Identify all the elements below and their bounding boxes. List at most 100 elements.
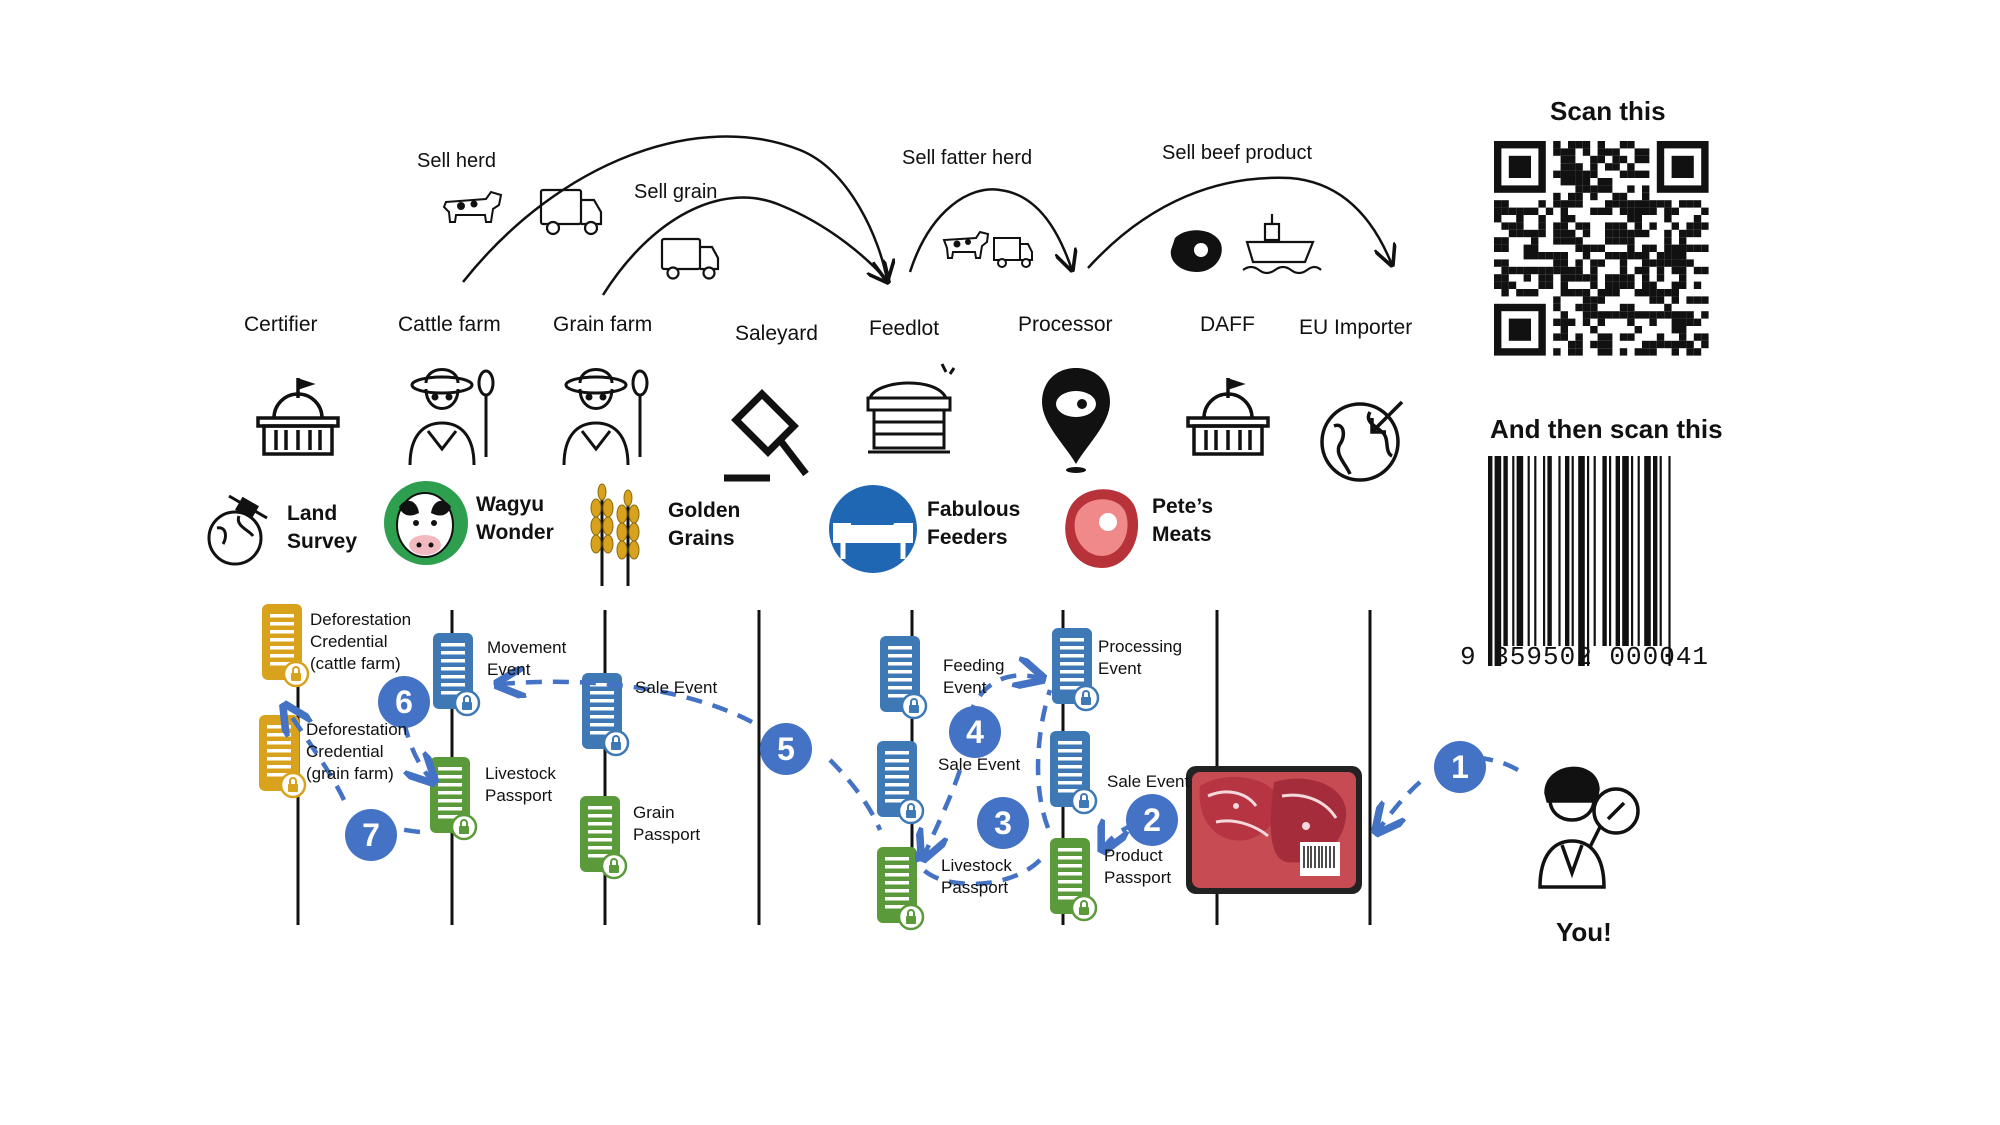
lock-icon [450,813,478,841]
truck-icon [660,237,720,280]
label-product-passport: Product Passport [1104,846,1172,888]
step-4-marker: 4 [949,706,1001,758]
step-6-marker: 6 [378,676,430,728]
farmer-icon [562,368,649,466]
step-markers: 1 2 3 4 5 6 7 [345,676,1486,861]
label-grain-passport: Grain Passport [633,803,701,845]
label-sale-event-grain: Sale Event [635,678,718,697]
deforestation-cattle-doc [262,604,310,688]
actor-label-processor: Processor [1018,313,1113,336]
label-feeding-event: Feeding Event [943,656,1005,698]
lock-icon [600,852,628,880]
lock-icon [1072,684,1100,712]
qr-title: Scan this [1550,96,1666,126]
label-movement-event: Movement Event [487,638,567,680]
step-number: 3 [994,805,1012,841]
path-7-up [286,708,347,801]
sale-event-grain-doc [582,673,630,757]
livestock-passport-farm-doc [430,757,478,841]
verification-path [286,675,1520,887]
you-label: You! [1556,917,1612,947]
path-you-to-1 [1469,753,1520,772]
path-4-down [924,769,963,856]
label-livestock-passport-feedlot: Livestock Passport [941,856,1012,898]
step-2-marker: 2 [1126,794,1178,846]
step-number: 2 [1143,802,1161,838]
barcode-title: And then scan this [1490,414,1723,444]
step-5-marker: 5 [760,723,812,775]
sale-event-feedlot-doc [877,741,925,825]
org-petes-meats: Pete’s Meats [1152,495,1214,547]
wagyu-cow-logo [384,481,468,565]
actor-label-saleyard: Saleyard [735,322,818,345]
satellite-globe-icon [207,494,268,566]
label-sale-event-feedlot: Sale Event [938,755,1021,774]
lock-icon [282,660,310,688]
step-number: 4 [966,714,984,750]
sale-event-processor-doc [1050,731,1098,815]
path-1-to-product [1378,780,1422,830]
lock-icon [279,771,307,799]
path-3-up [1035,689,1053,829]
flow-label-sell-grain: Sell grain [634,181,718,203]
sell-grain-arc [601,196,888,296]
lock-icon [453,689,481,717]
lock-icon [897,903,925,931]
step-1-marker: 1 [1434,741,1486,793]
flow-label-sell-herd: Sell herd [417,150,496,172]
step-number: 5 [777,731,795,767]
lock-icon [900,692,928,720]
cow-in-truck-icon [942,230,1033,268]
actor-label-grain-farm: Grain farm [553,313,653,336]
government-building-icon [256,378,340,456]
beef-product-image [1186,766,1362,894]
label-livestock-passport-farm: Livestock Passport [485,764,556,806]
barcode [1488,456,1671,666]
movement-event-doc [433,633,481,717]
flow-label-sell-fatter-herd: Sell fatter herd [902,147,1033,169]
lock-icon [1070,787,1098,815]
step-number: 6 [395,684,413,720]
org-wagyu-wonder: Wagyu Wonder [476,493,554,545]
cow-icon [442,190,503,223]
org-fabulous-feeders: Fabulous Feeders [927,498,1021,550]
feeding-event-doc [880,636,928,720]
path-5-down [828,758,883,831]
flow-label-sell-beef-product: Sell beef product [1162,142,1313,164]
step-number: 1 [1451,749,1469,785]
actor-label-daff: DAFF [1200,313,1255,336]
meat-cut-logo [1065,489,1139,568]
sell-fatter-herd-arc [908,188,1072,272]
label-deforestation-grain: Deforestation Credential (grain farm) [306,720,408,784]
path-5-to-movement [500,682,754,724]
lock-icon [1070,894,1098,922]
globe-arrow-icon [1320,400,1404,482]
grain-passport-doc [580,796,628,880]
sell-beef-arc [1087,176,1392,268]
lock-icon [602,729,630,757]
feeder-logo [829,485,917,573]
meat-location-pin-icon [1042,368,1110,473]
inspector-person-icon [1538,766,1640,889]
org-land-survey: Land Survey [287,502,358,554]
qr-code [1494,141,1709,356]
ship-icon [1242,214,1322,275]
label-deforestation-cattle: Deforestation Credential (cattle farm) [310,610,412,674]
actor-label-eu-importer: EU Importer [1299,316,1413,339]
flow-arcs [462,135,1392,296]
steak-icon [1170,230,1222,272]
government-building-icon [1186,378,1270,456]
step-number: 7 [362,817,380,853]
wheat-icon [590,483,640,586]
barcode-number: 9 359502 000041 [1460,642,1710,672]
label-sale-event-processor: Sale Event [1107,772,1190,791]
livestock-passport-feedlot-doc [877,847,925,931]
actor-label-cattle-farm: Cattle farm [398,313,501,336]
truck-icon [539,188,603,236]
auction-gavel-icon [724,389,809,482]
product-passport-doc [1050,838,1098,922]
actor-label-feedlot: Feedlot [869,317,940,340]
actor-label-certifier: Certifier [244,313,318,336]
feed-trough-icon [866,363,956,454]
